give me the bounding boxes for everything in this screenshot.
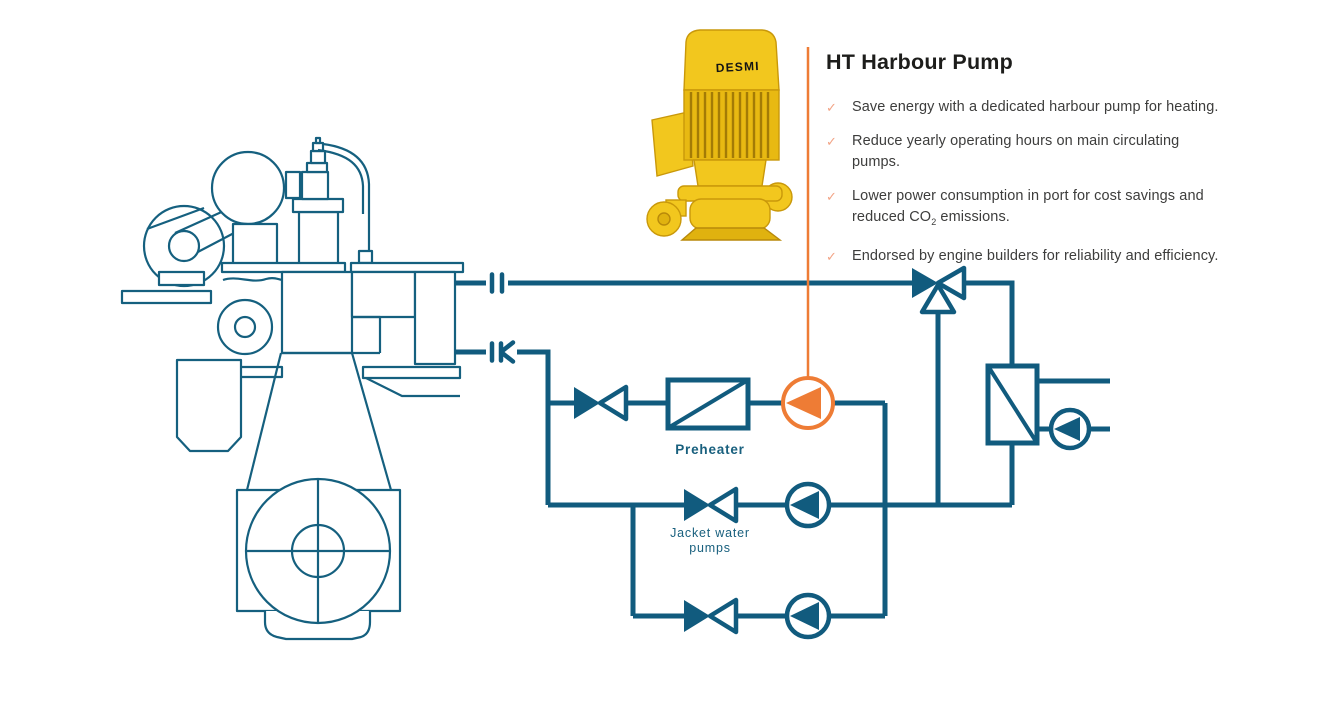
benefit-line-pre: reduced CO bbox=[852, 209, 932, 225]
benefit-line: Save energy with a dedicated harbour pum… bbox=[852, 99, 1219, 115]
benefit-text: Reduce yearly operating hours on main ci… bbox=[852, 131, 1179, 173]
engine-block-step bbox=[282, 315, 382, 355]
engine-base-plate-right bbox=[361, 365, 462, 380]
benefit-line: reduced CO2 emissions. bbox=[852, 207, 1204, 233]
heat-exchanger-symbol bbox=[985, 363, 1040, 446]
pump-terminal-box bbox=[651, 111, 694, 177]
engine-deck-plate-left bbox=[220, 261, 347, 274]
engine-injector-tower bbox=[284, 136, 345, 266]
three-way-valve bbox=[912, 265, 967, 505]
pump-base bbox=[680, 227, 783, 241]
benefit-text: Lower power consumption in port for cost… bbox=[852, 186, 1204, 233]
pipe-left-manifold bbox=[517, 349, 551, 505]
pump-fan-cover bbox=[683, 29, 780, 91]
engine-left-mount bbox=[157, 270, 206, 287]
engine-turbo-circle bbox=[210, 150, 286, 226]
quick-coupling-icon bbox=[498, 340, 516, 364]
pump-adapter bbox=[693, 159, 767, 187]
callout-panel: HT Harbour Pump ✓ Save energy with a ded… bbox=[826, 50, 1242, 267]
engine-leg-right bbox=[350, 352, 393, 491]
pipe-network: Preheater bbox=[455, 47, 1110, 640]
engine-wavy-line bbox=[222, 277, 283, 282]
benefit-list: ✓ Save energy with a dedicated harbour p… bbox=[826, 97, 1242, 267]
pump-lt-circuit bbox=[1048, 407, 1092, 451]
callout-title: HT Harbour Pump bbox=[826, 50, 1013, 74]
valve-left-wing bbox=[574, 387, 600, 419]
benefit-item-2: ✓ Reduce yearly operating hours on main … bbox=[826, 131, 1242, 173]
valve-preheater bbox=[574, 384, 629, 422]
valve-jacket-mid bbox=[684, 486, 739, 524]
engine-thin-pipe-inner bbox=[317, 148, 365, 214]
engine-deck-plate-right bbox=[349, 261, 465, 274]
heat-exchanger-diagonal bbox=[986, 364, 1039, 445]
engine-pipe-end-box bbox=[357, 249, 374, 265]
valve-jacket-bottom bbox=[684, 597, 739, 635]
engine-main-block bbox=[280, 270, 354, 355]
pump-impeller bbox=[1054, 417, 1080, 441]
pump-motor-fins bbox=[683, 89, 780, 161]
valve-right-wing bbox=[707, 486, 739, 524]
pump-jacket-bottom bbox=[784, 592, 832, 640]
check-icon: ✓ bbox=[826, 134, 837, 149]
pump-photo: DESMI bbox=[646, 29, 793, 241]
benefit-item-4: ✓ Endorsed by engine builders for reliab… bbox=[826, 246, 1242, 267]
valve-left-wing bbox=[684, 489, 710, 521]
tower-box2 bbox=[305, 161, 329, 174]
tower-upper bbox=[300, 170, 330, 201]
tower-column bbox=[297, 210, 340, 266]
three-way-valve-right-wing bbox=[935, 265, 967, 301]
jacket-water-label-line1: Jacket water bbox=[670, 526, 750, 540]
pump-fin-lines bbox=[689, 92, 770, 158]
engine-right-block bbox=[350, 270, 417, 319]
pump-brand-label: DESMI bbox=[715, 59, 760, 75]
valve-right-wing bbox=[707, 597, 739, 635]
pump-volute bbox=[689, 198, 771, 230]
valve-left-wing bbox=[684, 600, 710, 632]
engine-illustration bbox=[120, 136, 465, 641]
engine-leg-left bbox=[245, 352, 283, 491]
benefit-item-3: ✓ Lower power consumption in port for co… bbox=[826, 186, 1242, 233]
engine-pulley-hub bbox=[233, 315, 257, 339]
tower-box3 bbox=[309, 149, 327, 165]
engine-flywheel-cross bbox=[246, 479, 390, 623]
jacket-water-label-line2: pumps bbox=[689, 541, 731, 555]
engine-thin-pipe-outer bbox=[322, 142, 371, 251]
tower-side-box bbox=[284, 170, 302, 200]
pump-impeller bbox=[790, 491, 819, 519]
benefit-line-post: emissions. bbox=[936, 209, 1010, 225]
benefit-line: Reduce yearly operating hours on main ci… bbox=[852, 133, 1180, 149]
benefit-text: Save energy with a dedicated harbour pum… bbox=[852, 97, 1219, 118]
benefit-line: Lower power consumption in port for cost… bbox=[852, 188, 1204, 204]
tower-stem bbox=[314, 136, 322, 145]
engine-left-shaft bbox=[120, 289, 213, 305]
engine-lower-left-housing bbox=[175, 358, 243, 453]
benefit-text: Endorsed by engine builders for reliabil… bbox=[852, 246, 1218, 267]
pump-impeller bbox=[790, 602, 819, 630]
engine-housing-chord bbox=[146, 206, 205, 231]
three-way-valve-bottom-wing bbox=[919, 282, 957, 315]
preheater-diagonal bbox=[666, 378, 750, 430]
flange-coupling-top-icon bbox=[489, 272, 505, 294]
preheater-symbol bbox=[665, 377, 751, 431]
pipe-to-heat-exchanger bbox=[964, 280, 1015, 366]
check-icon: ✓ bbox=[826, 189, 837, 204]
pump-impeller bbox=[786, 387, 821, 419]
check-icon: ✓ bbox=[826, 100, 837, 115]
valve-right-wing bbox=[597, 384, 629, 422]
co2-subscript: 2 bbox=[931, 216, 937, 227]
tower-flange bbox=[291, 197, 345, 214]
pump-left-flange-bore bbox=[657, 212, 671, 226]
three-way-valve-left-wing bbox=[912, 268, 938, 298]
engine-slant-bracket bbox=[365, 377, 460, 398]
engine-arm-hub bbox=[167, 229, 201, 263]
engine-far-right-block bbox=[413, 270, 457, 366]
preheater-label: Preheater bbox=[675, 442, 745, 457]
benefit-line: Endorsed by engine builders for reliabil… bbox=[852, 247, 1219, 264]
check-icon: ✓ bbox=[826, 248, 837, 264]
pump-harbour-orange bbox=[781, 376, 835, 430]
pump-jacket-mid bbox=[784, 481, 832, 529]
benefit-line: pumps. bbox=[852, 154, 901, 170]
benefit-item-1: ✓ Save energy with a dedicated harbour p… bbox=[826, 97, 1242, 118]
